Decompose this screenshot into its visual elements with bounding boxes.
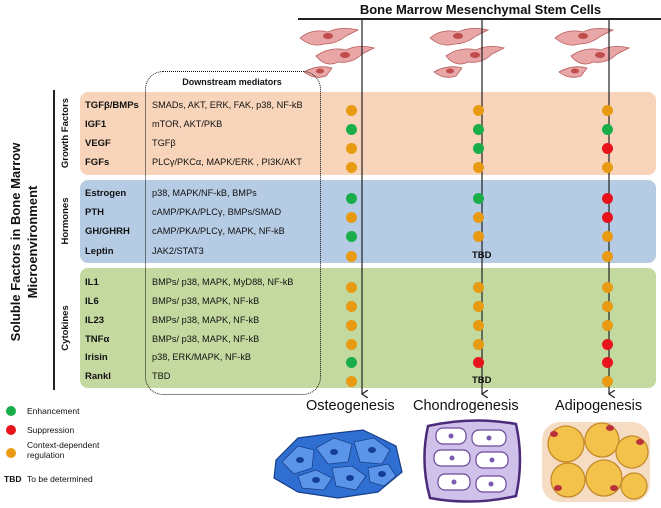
context-dot — [472, 281, 484, 293]
context-dot — [345, 375, 357, 387]
mediator-text: BMPs/ p38, MAPK, NF-kB — [152, 334, 260, 344]
chondrocyte-cells-illustration — [423, 419, 522, 503]
enhancement-dot — [472, 192, 484, 204]
context-dot — [345, 300, 357, 312]
factor-label: IL1 — [85, 277, 99, 288]
mediator-text: PLCγ/PKCα, MAPK/ERK , PI3K/AKT — [152, 157, 302, 167]
context-dot — [601, 161, 613, 173]
context-dot — [601, 104, 613, 116]
context-dot — [601, 319, 613, 331]
context-dot — [472, 300, 484, 312]
mediator-text: p38, ERK/MAPK, NF-kB — [152, 352, 252, 362]
context-dot — [345, 211, 357, 223]
mediator-text: TBD — [152, 371, 171, 381]
mediator-text: mTOR, AKT/PKB — [152, 119, 223, 129]
suppression-dot — [601, 338, 613, 350]
header-underline — [298, 18, 661, 20]
enhancement-dot — [472, 123, 484, 135]
factor-label: GH/GHRH — [85, 226, 130, 237]
legend-enhancement-label: Enhancement — [27, 406, 80, 416]
factor-label: IL23 — [85, 315, 105, 326]
context-dot — [345, 142, 357, 154]
context-dot — [472, 104, 484, 116]
factor-label: Leptin — [85, 246, 114, 257]
enhancement-dot — [345, 230, 357, 242]
side-divider — [53, 90, 55, 390]
factor-label: VEGF — [85, 138, 111, 149]
context-dot — [345, 104, 357, 116]
enhancement-dot — [345, 123, 357, 135]
legend-tbd-abbr: TBD — [4, 474, 22, 484]
suppression-dot — [601, 211, 613, 223]
osteoblast-cells-illustration — [273, 429, 403, 499]
factor-label: IL6 — [85, 296, 99, 307]
legend-enhancement-dot — [6, 406, 16, 416]
context-dot — [601, 375, 613, 387]
context-dot — [345, 161, 357, 173]
mediator-text: BMPs/ p38, MAPK, MyD88, NF-kB — [152, 277, 294, 287]
factor-label: PTH — [85, 207, 104, 218]
growth-factors-band — [80, 92, 656, 175]
legend-suppression-dot — [6, 425, 16, 435]
mediators-box — [145, 71, 321, 395]
mediator-text: cAMP/PKA/PLCγ, MAPK, NF-kB — [152, 226, 285, 236]
outcome-chondrogenesis: Chondrogenesis — [413, 398, 519, 414]
context-dot — [345, 250, 357, 262]
factor-label: FGFs — [85, 157, 110, 168]
legend-suppression-label: Suppression — [27, 425, 75, 435]
enhancement-dot — [472, 142, 484, 154]
context-dot — [472, 211, 484, 223]
context-dot — [472, 319, 484, 331]
outcome-osteogenesis: Osteogenesis — [306, 398, 395, 414]
factor-label: Rankl — [85, 371, 111, 382]
enhancement-dot — [345, 356, 357, 368]
mediator-text: cAMP/PKA/PLCγ, BMPs/SMAD — [152, 207, 282, 217]
context-dot — [472, 338, 484, 350]
context-dot — [601, 250, 613, 262]
hormones-band — [80, 180, 656, 263]
enhancement-dot — [345, 192, 357, 204]
tbd-label: TBD — [472, 250, 492, 261]
header-title: Bone Marrow Mesenchymal Stem Cells — [359, 2, 602, 17]
enhancement-dot — [601, 123, 613, 135]
context-dot — [472, 230, 484, 242]
mediator-text: SMADs, AKT, ERK, FAK, p38, NF-kB — [152, 100, 303, 110]
factor-label: TNFα — [85, 334, 110, 345]
mediators-header: Downstream mediators — [182, 77, 282, 87]
factor-label: Estrogen — [85, 188, 127, 199]
context-dot — [601, 300, 613, 312]
suppression-dot — [472, 356, 484, 368]
suppression-dot — [601, 192, 613, 204]
context-dot — [345, 319, 357, 331]
context-dot — [345, 281, 357, 293]
suppression-dot — [601, 356, 613, 368]
legend-context-label: Context-dependent regulation — [27, 440, 100, 460]
legend-context-dot — [6, 448, 16, 458]
factor-label: IGF1 — [85, 119, 107, 130]
factor-label: Irisin — [85, 352, 108, 363]
mediator-text: p38, MAPK/NF-kB, BMPs — [152, 188, 257, 198]
mediator-text: TGFβ — [152, 138, 176, 148]
factor-label: TGFβ/BMPs — [85, 100, 139, 111]
mediator-text: BMPs/ p38, MAPK, NF-kB — [152, 315, 260, 325]
adipocyte-cells-illustration — [542, 422, 650, 502]
tbd-label: TBD — [472, 375, 492, 386]
suppression-dot — [601, 142, 613, 154]
mediator-text: BMPs/ p38, MAPK, NF-kB — [152, 296, 260, 306]
legend-tbd-label: To be determined — [27, 474, 93, 484]
mediator-text: JAK2/STAT3 — [152, 246, 204, 256]
context-dot — [601, 281, 613, 293]
outcome-adipogenesis: Adipogenesis — [555, 398, 643, 414]
context-dot — [472, 161, 484, 173]
cytokines-band — [80, 268, 656, 388]
context-dot — [601, 230, 613, 242]
context-dot — [345, 338, 357, 350]
